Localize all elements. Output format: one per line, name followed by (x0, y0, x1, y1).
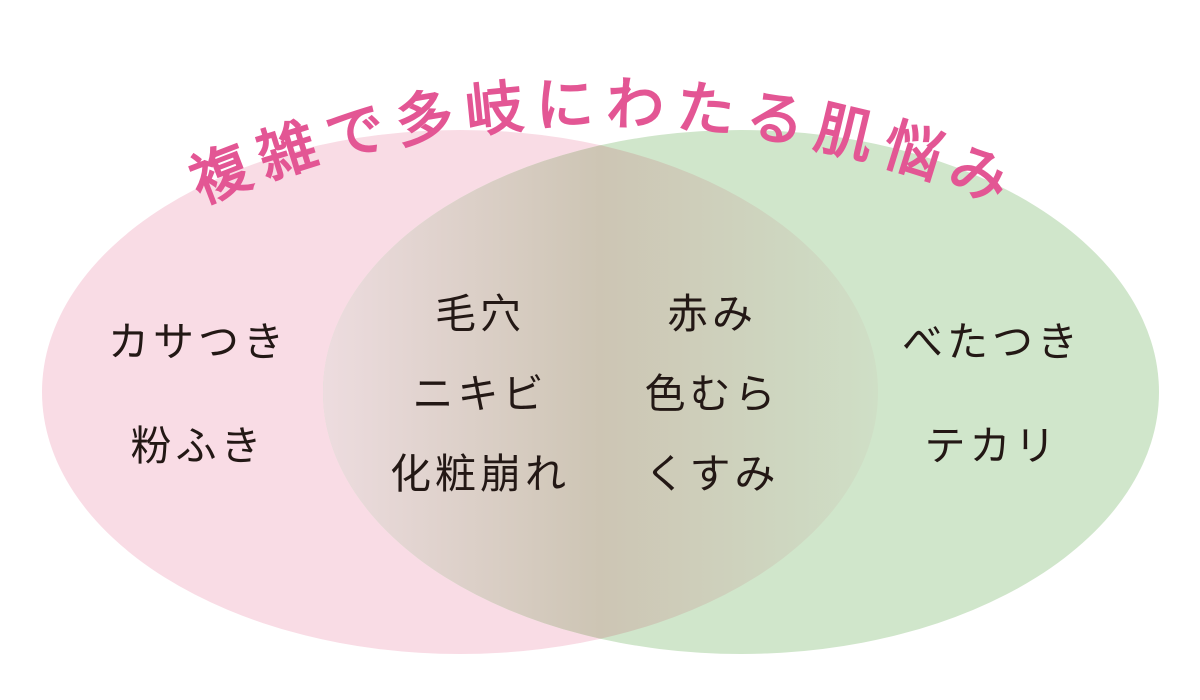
right-item-stickiness: べたつき (902, 318, 1082, 366)
overlap-item-makeup-breakdown: 化粧崩れ (390, 450, 570, 498)
title-char: た (673, 73, 738, 146)
title-char: 多 (390, 80, 459, 157)
overlap-item-redness: 赤み (667, 290, 757, 338)
title-char: わ (605, 70, 665, 140)
left-item-dryness: カサつき (108, 318, 288, 366)
title-char: に (535, 70, 595, 140)
overlap-item-acne: ニキビ (412, 370, 548, 418)
title-char: る (741, 80, 810, 157)
right-item-shine: テカリ (924, 422, 1060, 470)
overlap-item-dullness: くすみ (644, 450, 780, 498)
overlap-item-pores: 毛穴 (435, 290, 525, 338)
left-item-flaking: 粉ふき (130, 422, 266, 470)
title-char: 岐 (462, 73, 527, 146)
overlap-region (323, 130, 878, 654)
overlap-item-uneven-tone: 色むら (644, 370, 780, 418)
